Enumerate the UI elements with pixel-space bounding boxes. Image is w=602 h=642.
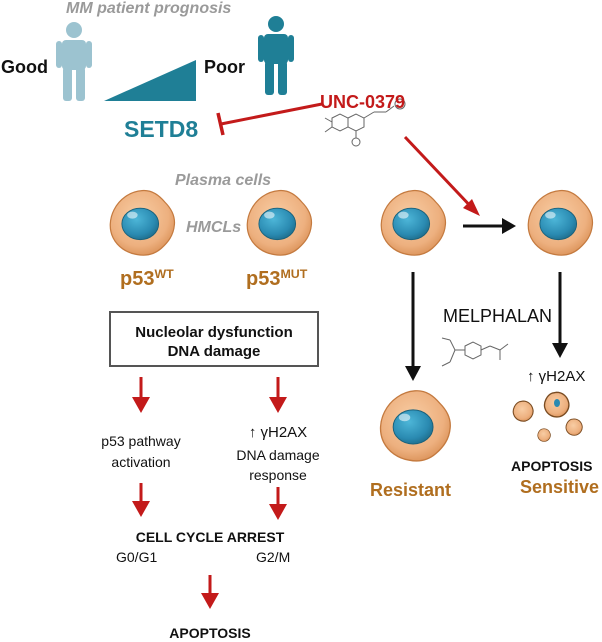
g2m-label: G2/M (256, 549, 291, 565)
person-icon-good (56, 22, 92, 101)
p53-pathway-line2: activation (111, 454, 171, 470)
resistant-label: Resistant (370, 480, 452, 500)
molecule-icon-melphalan (441, 337, 509, 367)
arrowhead-icon (132, 501, 150, 517)
cell-cycle-arrest-label: CELL CYCLE ARREST (135, 529, 285, 545)
box-line2: DNA damage (167, 343, 261, 360)
ddr-line2: response (249, 467, 307, 483)
apoptosis-left-label: APOPTOSIS (169, 625, 251, 641)
molecule-icon-unc0379 (324, 98, 406, 147)
arrowhead-icon (463, 199, 480, 216)
cell-icon-resistant (379, 390, 451, 462)
nucleolar-dysfunction-box (109, 311, 319, 367)
poor-label: Poor (204, 57, 246, 77)
p53-mut-label: p53MUT (246, 267, 308, 290)
sensitive-label: Sensitive (520, 477, 600, 497)
p53-pathway-line1: p53 pathway (101, 433, 181, 449)
arrow-icon-unc-to-treatment (403, 135, 478, 214)
arrowhead-icon (405, 366, 421, 381)
box-line1: Nucleolar dysfunction (135, 324, 293, 341)
inhibition-icon (216, 102, 323, 136)
melphalan-label: MELPHALAN (443, 306, 553, 326)
cell-icon-p53mut (246, 189, 313, 256)
arrowhead-icon (269, 504, 287, 520)
p53-wt-label: p53WT (120, 267, 174, 290)
cell-icon-treated (527, 189, 594, 256)
apoptotic-cells-icon (512, 391, 583, 442)
cell-icon-untreated (380, 189, 447, 256)
arrowhead-icon (502, 218, 516, 234)
gamma-h2ax-left: ↑ γH2AX (248, 424, 308, 441)
prognosis-title: MM patient prognosis (66, 0, 232, 17)
arrowhead-icon (552, 343, 568, 358)
unc0379-label: UNC-0379 (320, 92, 406, 112)
hmcls-label: HMCLs (186, 219, 242, 236)
plasma-cells-label: Plasma cells (175, 172, 272, 189)
arrowhead-icon (132, 397, 150, 413)
cell-icon-p53wt (109, 189, 176, 256)
up-arrow-icon: ↑ (248, 424, 257, 441)
apoptosis-right-label: APOPTOSIS (511, 458, 593, 474)
up-arrow-icon: ↑ (527, 368, 535, 385)
g0g1-label: G0/G1 (116, 549, 158, 565)
ddr-line1: DNA damage (236, 447, 320, 463)
gamma-h2ax-right: ↑ γH2AX (527, 368, 586, 385)
person-icon-poor (258, 16, 294, 95)
good-label: Good (1, 57, 48, 77)
arrowhead-icon (201, 593, 219, 609)
prognosis-wedge-icon (104, 60, 196, 101)
arrowhead-icon (269, 397, 287, 413)
setd8-label: SETD8 (124, 116, 199, 142)
